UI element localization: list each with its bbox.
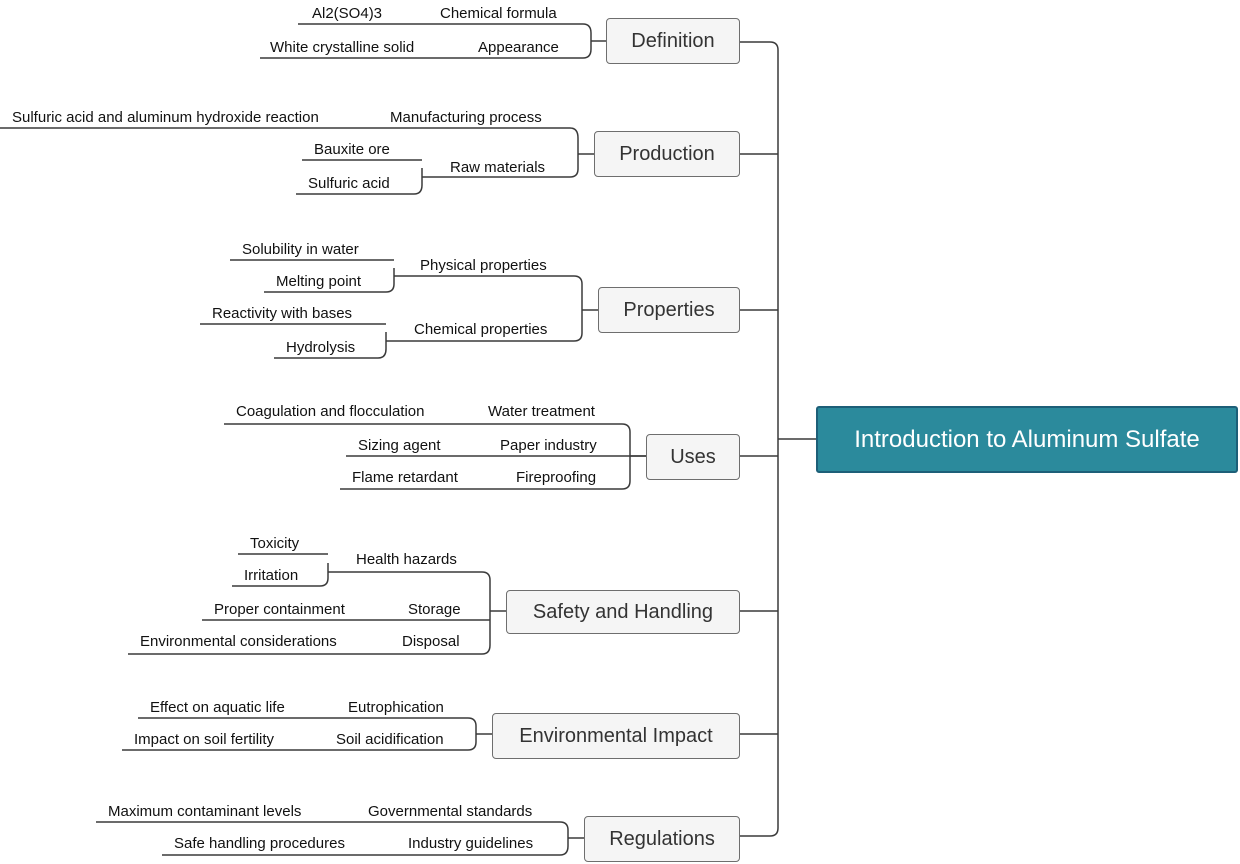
topic-regulations[interactable]: Regulations	[584, 816, 740, 862]
detail-sizing-agent[interactable]: Sizing agent	[358, 437, 441, 454]
subtopic-soil-acidification[interactable]: Soil acidification	[336, 731, 444, 748]
topic-production[interactable]: Production	[594, 131, 740, 177]
topic-properties[interactable]: Properties	[598, 287, 740, 333]
detail-al2so43[interactable]: Al2(SO4)3	[312, 5, 383, 22]
detail-white-crystalline-solid[interactable]: White crystalline solid	[270, 39, 415, 56]
subtopic-disposal[interactable]: Disposal	[402, 633, 460, 650]
subtopic-chemical-properties[interactable]: Chemical properties	[414, 321, 548, 338]
subtopic-physical-properties[interactable]: Physical properties	[420, 257, 547, 274]
subtopic-chemical-formula[interactable]: Chemical formula	[440, 5, 557, 22]
detail-bauxite-ore[interactable]: Bauxite ore	[314, 141, 390, 158]
detail-reactivity-with-bases[interactable]: Reactivity with bases	[212, 305, 353, 322]
subtopic-raw-materials[interactable]: Raw materials	[450, 159, 546, 176]
detail-environmental-considerations[interactable]: Environmental considerations	[140, 633, 337, 650]
subtopic-storage[interactable]: Storage	[408, 601, 461, 618]
detail-solubility-in-water[interactable]: Solubility in water	[242, 241, 359, 258]
detail-sulfuric-acid[interactable]: Sulfuric acid	[308, 175, 390, 192]
subtopic-industry-guidelines[interactable]: Industry guidelines	[408, 835, 534, 852]
detail-effect-on-aquatic-life[interactable]: Effect on aquatic life	[150, 699, 285, 716]
subtopic-governmental-standards[interactable]: Governmental standards	[368, 803, 533, 820]
detail-maximum-contaminant-levels[interactable]: Maximum contaminant levels	[108, 803, 302, 820]
subtopic-eutrophication[interactable]: Eutrophication	[348, 699, 444, 716]
subtopic-paper-industry[interactable]: Paper industry	[500, 437, 597, 454]
root-topic[interactable]: Introduction to Aluminum Sulfate	[816, 406, 1238, 473]
subtopic-water-treatment[interactable]: Water treatment	[488, 403, 595, 420]
subtopic-manufacturing-process[interactable]: Manufacturing process	[390, 109, 542, 126]
detail-flame-retardant[interactable]: Flame retardant	[352, 469, 458, 486]
detail-impact-on-soil-fertility[interactable]: Impact on soil fertility	[134, 731, 275, 748]
topic-safety-and-handling[interactable]: Safety and Handling	[506, 590, 740, 634]
subtopic-appearance[interactable]: Appearance	[478, 39, 559, 56]
detail-proper-containment[interactable]: Proper containment	[214, 601, 345, 618]
subtopic-fireproofing[interactable]: Fireproofing	[516, 469, 597, 486]
detail-melting-point[interactable]: Melting point	[276, 273, 362, 290]
detail-coagulation-and-flocculation[interactable]: Coagulation and flocculation	[236, 403, 425, 420]
detail-irritation[interactable]: Irritation	[244, 567, 299, 584]
topic-uses[interactable]: Uses	[646, 434, 740, 480]
subtopic-health-hazards[interactable]: Health hazards	[356, 551, 457, 568]
detail-hydrolysis[interactable]: Hydrolysis	[286, 339, 356, 356]
detail-sulfuric-acid-reaction[interactable]: Sulfuric acid and aluminum hydroxide rea…	[12, 109, 319, 126]
topic-environmental-impact[interactable]: Environmental Impact	[492, 713, 740, 759]
topic-definition[interactable]: Definition	[606, 18, 740, 64]
detail-toxicity[interactable]: Toxicity	[250, 535, 300, 552]
detail-safe-handling-procedures[interactable]: Safe handling procedures	[174, 835, 345, 852]
